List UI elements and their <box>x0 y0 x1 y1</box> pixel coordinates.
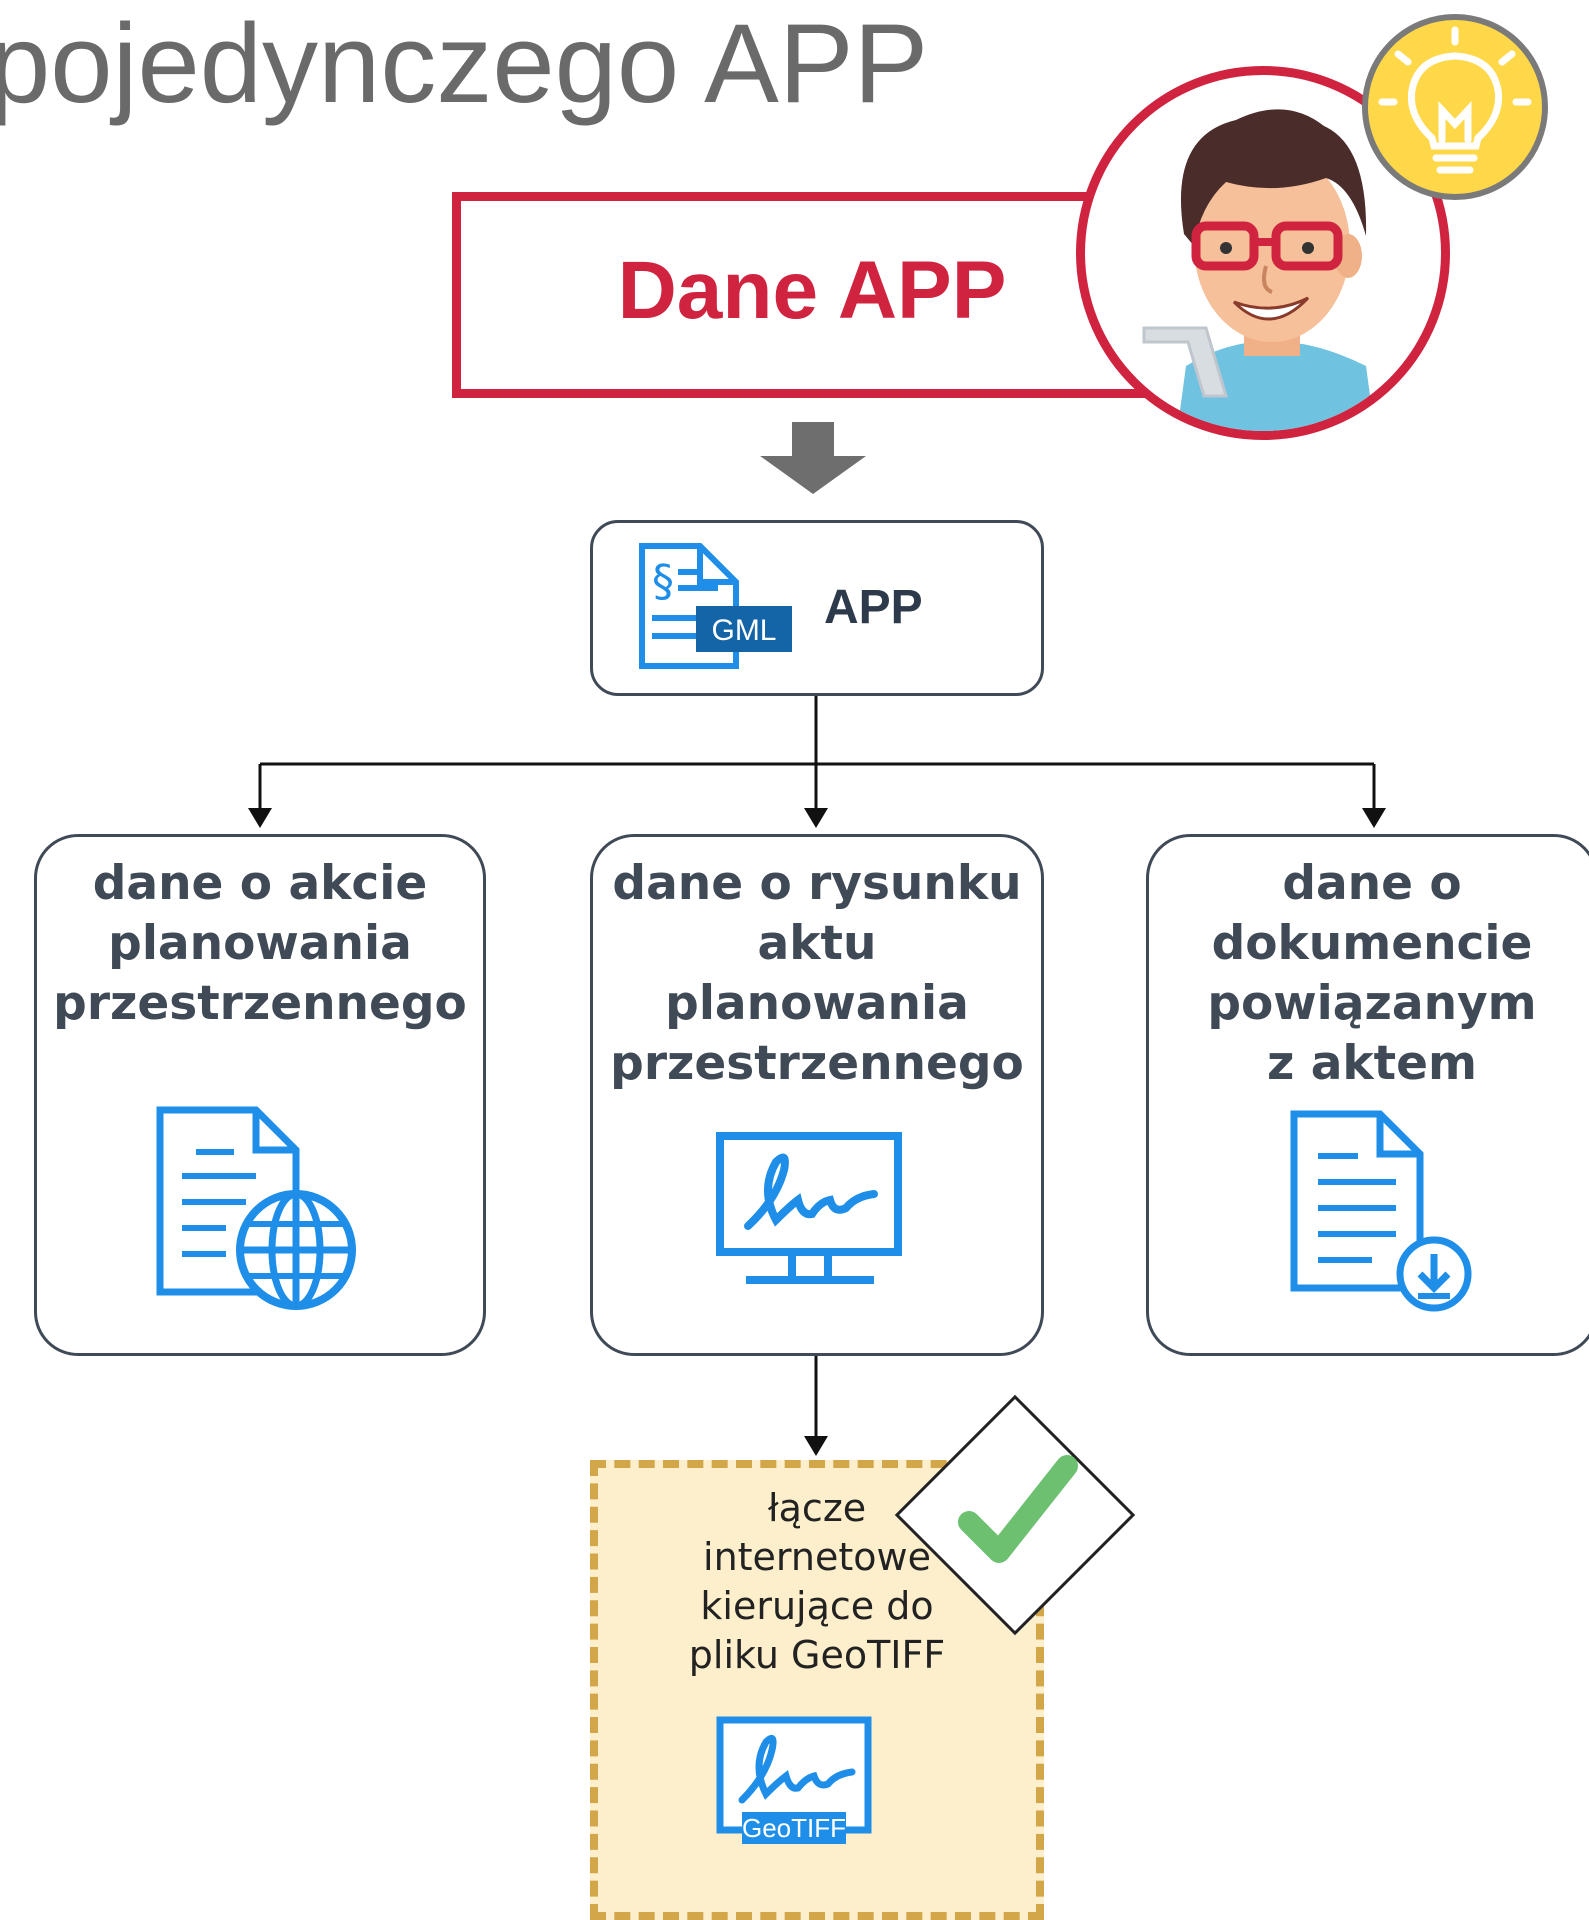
card-related-document-line: dane o <box>1282 856 1462 911</box>
document-globe-icon <box>156 1106 356 1310</box>
geotiff-link-line: kierujące do <box>700 1584 934 1628</box>
dane-app-label: Dane APP <box>617 245 1007 336</box>
arrowhead-to-link <box>804 1436 828 1456</box>
card-plan-act-line: dane o akcie <box>92 856 428 911</box>
svg-text:§: § <box>652 556 674 607</box>
monitor-signature-icon <box>716 1132 902 1284</box>
geotiff-link-text: łącze internetowe kierujące do pliku Geo… <box>600 1484 1034 1680</box>
gml-document-icon: § GML <box>639 543 792 669</box>
lightbulb-icon <box>1378 26 1532 174</box>
card-plan-drawing <box>590 834 1044 1356</box>
geotiff-link-line: internetowe <box>703 1535 931 1579</box>
arrowhead-left <box>248 808 272 828</box>
idea-bulb <box>1362 14 1548 200</box>
geotiff-link-line: pliku GeoTIFF <box>688 1633 946 1677</box>
card-related-document-text: dane o dokumencie powiązanym z aktem <box>1146 854 1589 1094</box>
arrowhead-right <box>1362 808 1386 828</box>
card-plan-drawing-line: aktu <box>757 916 877 971</box>
gml-badge: GML <box>711 614 776 647</box>
down-arrow-shaft <box>792 422 834 456</box>
geotiff-badge: GeoTIFF <box>742 1813 846 1843</box>
developer-face-icon <box>1142 109 1375 431</box>
card-plan-drawing-text: dane o rysunku aktu planowania przestrze… <box>590 854 1044 1094</box>
dane-app-box <box>452 192 1152 398</box>
card-plan-act-line: planowania <box>108 916 412 971</box>
card-plan-drawing-line: przestrzennego <box>610 1036 1024 1091</box>
card-related-document-line: powiązanym <box>1207 976 1537 1031</box>
app-node-label: APP <box>824 581 923 634</box>
card-plan-act-text: dane o akcie planowania przestrzennego <box>34 854 486 1034</box>
card-related-document-line: z aktem <box>1266 1036 1477 1091</box>
down-arrow-head <box>760 456 866 494</box>
document-download-icon <box>1290 1110 1472 1312</box>
geotiff-link-line: łącze <box>767 1486 867 1530</box>
card-plan-drawing-line: dane o rysunku <box>612 856 1022 911</box>
page-title: pojedynczego APP <box>0 1 929 126</box>
card-plan-act-line: przestrzennego <box>53 976 467 1031</box>
card-plan-drawing-line: planowania <box>665 976 969 1031</box>
geotiff-signature-icon: GeoTIFF <box>716 1716 872 1844</box>
card-related-document-line: dokumencie <box>1211 916 1533 971</box>
arrowhead-middle <box>804 808 828 828</box>
checkmark-icon <box>958 1455 1078 1563</box>
